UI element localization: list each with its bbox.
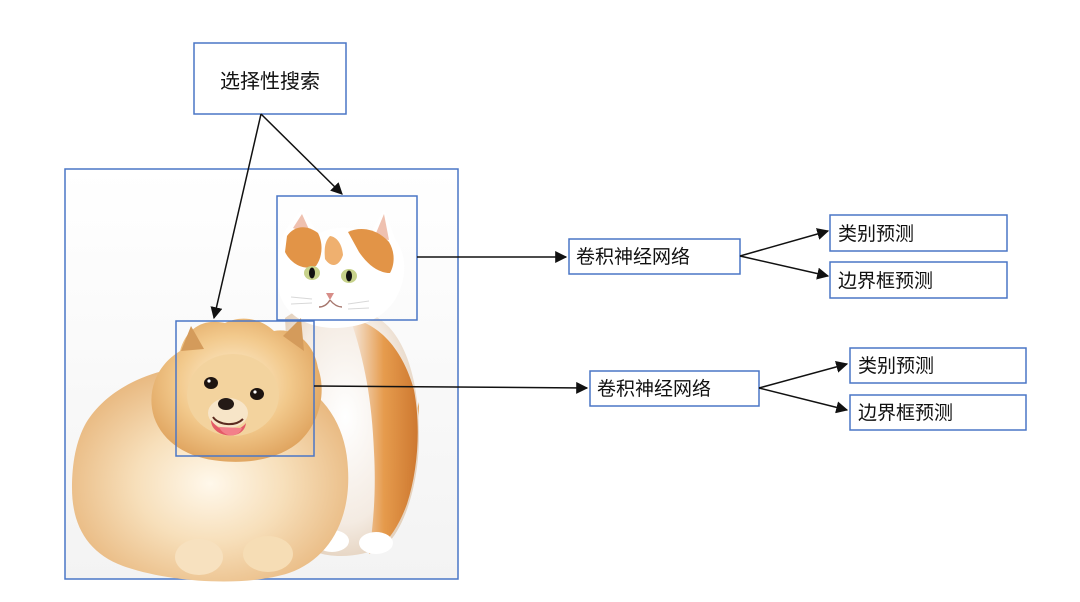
- bbox-pred-bottom-label: 边界框预测: [858, 402, 953, 424]
- cnn-top-label: 卷积神经网络: [576, 246, 690, 268]
- arrow-cnn-bottom-to-class: [758, 361, 849, 389]
- cnn-top-node: 卷积神经网络: [568, 238, 741, 275]
- arrow-cnn-top-to-class: [739, 228, 830, 257]
- cnn-top-box: [568, 238, 741, 275]
- class-pred-bottom-label: 类别预测: [858, 355, 934, 377]
- selective-search-box: [193, 42, 347, 115]
- connectors: [210, 113, 849, 414]
- cnn-bottom-node: 卷积神经网络: [589, 370, 760, 407]
- dog-icon: [72, 318, 349, 582]
- bbox-pred-top-label: 边界框预测: [838, 270, 933, 292]
- cat-region-box: [276, 195, 418, 321]
- arrow-search-to-cat-box: [260, 113, 343, 195]
- dog-region-box: [175, 320, 315, 457]
- arrow-search-to-dog-box: [210, 113, 262, 320]
- bbox-pred-top-box: [829, 261, 1008, 299]
- class-pred-top-box: [829, 214, 1008, 252]
- selective-search-node: 选择性搜索: [193, 42, 347, 115]
- selective-search-label: 选择性搜索: [220, 69, 320, 93]
- cnn-bottom-label: 卷积神经网络: [597, 378, 711, 400]
- cnn-bottom-box: [589, 370, 760, 407]
- class-pred-bottom-box: [849, 347, 1027, 384]
- class-pred-top-label: 类别预测: [838, 223, 914, 245]
- bbox-pred-bottom-box: [849, 394, 1027, 431]
- image-panel: [64, 168, 459, 582]
- bottom-predictions: 类别预测 边界框预测: [849, 347, 1027, 431]
- arrow-cnn-top-to-bbox: [739, 255, 830, 280]
- arrow-cnn-bottom-to-bbox: [758, 387, 849, 414]
- arrow-dog-box-to-cnn-bottom: [313, 381, 589, 394]
- top-predictions: 类别预测 边界框预测: [829, 214, 1008, 299]
